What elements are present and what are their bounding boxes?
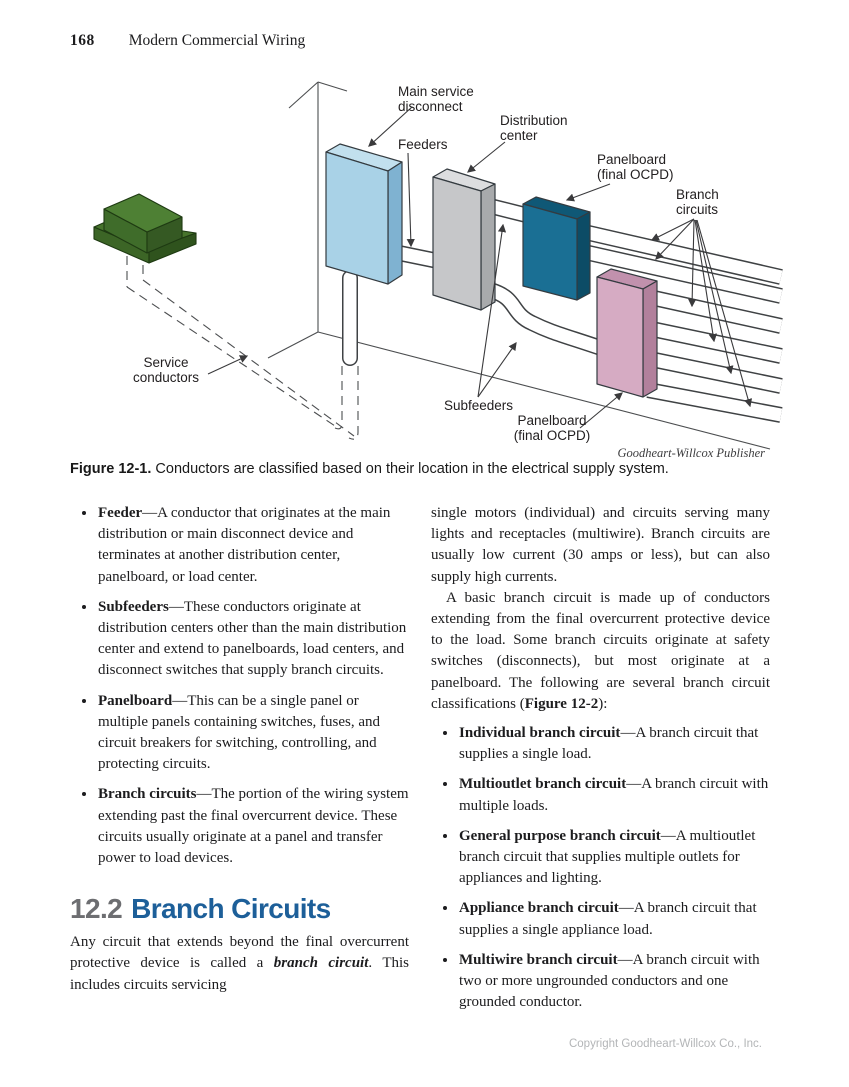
definition: —A branch circuit that supplies a single… bbox=[459, 900, 757, 938]
figure-caption-text: Conductors are classified based on their… bbox=[151, 461, 669, 477]
list-item: Multiwire branch circuit—A branch circui… bbox=[458, 950, 770, 1014]
list-item: Subfeeders—These conductors originate at… bbox=[97, 597, 409, 682]
label-service-conductors-2: conductors bbox=[133, 370, 199, 385]
definition: —A branch circuit with multiple loads. bbox=[459, 776, 769, 814]
figure-caption: Figure 12-1. Conductors are classified b… bbox=[70, 461, 782, 477]
list-item: Feeder—A conductor that originates at th… bbox=[97, 503, 409, 588]
label-panelboard-bottom-2: (final OCPD) bbox=[514, 428, 591, 443]
wall-floor-lines bbox=[267, 81, 771, 450]
intro-text-after: . This includes circuits servicing bbox=[70, 955, 409, 993]
definition: —The portion of the wiring system extend… bbox=[98, 786, 409, 867]
service-conductor-lines bbox=[126, 250, 359, 440]
intro-text: Any circuit that extends beyond the fina… bbox=[70, 934, 409, 972]
panelboard-pink bbox=[596, 268, 658, 398]
label-panelboard-top: Panelboard bbox=[597, 152, 666, 167]
panelboard-teal bbox=[522, 196, 591, 301]
callout-arrows bbox=[207, 106, 753, 429]
paragraph-text-after: ): bbox=[598, 695, 608, 712]
definition: —A branch circuit that supplies a single… bbox=[459, 725, 759, 763]
label-feeders: Feeders bbox=[398, 137, 448, 152]
running-title: Modern Commercial Wiring bbox=[128, 32, 306, 49]
label-subfeeders: Subfeeders bbox=[444, 398, 513, 413]
figure-credit: Goodheart-Willcox Publisher bbox=[617, 446, 765, 460]
label-main-service-disconnect-2: disconnect bbox=[398, 99, 463, 114]
figure-12-1-diagram: Main service disconnect Feeders Distribu… bbox=[93, 81, 783, 460]
intro-key-term: branch circuit bbox=[273, 955, 369, 972]
branch-circuit-classification-list: Individual branch circuit—A branch circu… bbox=[431, 723, 770, 1013]
term: Subfeeders bbox=[98, 598, 169, 615]
main-service-disconnect-panel bbox=[325, 143, 403, 285]
term: Branch circuits bbox=[98, 786, 197, 803]
transformer-top-face bbox=[103, 193, 183, 233]
subfeeder-conduit-curved bbox=[482, 282, 612, 357]
right-column: single motors (individual) and circuits … bbox=[431, 503, 770, 1022]
label-branch-circuits-2: circuits bbox=[676, 202, 718, 217]
list-item: Individual branch circuit—A branch circu… bbox=[458, 723, 770, 765]
definition: —A conductor that originates at the main… bbox=[98, 505, 391, 585]
label-branch-circuits: Branch bbox=[676, 187, 719, 202]
list-item: Multioutlet branch circuit—A branch circ… bbox=[458, 774, 770, 816]
branch-circuit-conduits-pink bbox=[638, 287, 783, 423]
paragraph-text: A basic branch circuit is made up of con… bbox=[431, 589, 770, 712]
section-intro-paragraph: Any circuit that extends beyond the fina… bbox=[70, 932, 409, 996]
copyright-footer: Copyright Goodheart-Willcox Co., Inc. bbox=[568, 1038, 762, 1050]
figure-reference: Figure 12-2 bbox=[524, 695, 599, 712]
list-item: Branch circuits—The portion of the wirin… bbox=[97, 784, 409, 869]
left-column: Feeder—A conductor that originates at th… bbox=[70, 503, 409, 1022]
transformer-graphic bbox=[93, 193, 197, 264]
branch-circuit-paragraph: A basic branch circuit is made up of con… bbox=[431, 588, 770, 715]
continued-paragraph: single motors (individual) and circuits … bbox=[431, 505, 770, 585]
figure-labels: Main service disconnect Feeders Distribu… bbox=[133, 84, 765, 460]
list-item: Panelboard—This can be a single panel or… bbox=[97, 691, 409, 776]
list-item: General purpose branch circuit—A multiou… bbox=[458, 826, 770, 890]
section-number: 12.2 bbox=[70, 893, 123, 925]
label-panelboard-bottom: Panelboard bbox=[517, 413, 586, 428]
branch-circuit-conduits-teal bbox=[578, 223, 783, 304]
label-panelboard-top-2: (final OCPD) bbox=[597, 167, 674, 182]
label-main-service-disconnect: Main service bbox=[398, 84, 474, 99]
term: General purpose branch circuit bbox=[459, 827, 661, 844]
term: Multioutlet branch circuit bbox=[459, 776, 627, 793]
label-service-conductors: Service bbox=[143, 355, 188, 370]
term: Panelboard bbox=[98, 692, 173, 709]
label-distribution-center-2: center bbox=[500, 128, 538, 143]
definition: —A branch circuit with two or more ungro… bbox=[459, 951, 760, 1011]
term: Multiwire branch circuit bbox=[459, 951, 618, 968]
section-title: Branch Circuits bbox=[131, 893, 331, 925]
conductor-type-list: Feeder—A conductor that originates at th… bbox=[70, 503, 409, 869]
distribution-center-panel bbox=[432, 168, 496, 311]
definition: —A multioutlet branch circuit that suppl… bbox=[459, 827, 756, 887]
term: Individual branch circuit bbox=[459, 725, 621, 742]
running-header: 168 Modern Commercial Wiring bbox=[70, 32, 770, 50]
term: Appliance branch circuit bbox=[459, 900, 619, 917]
list-item: Appliance branch circuit—A branch circui… bbox=[458, 898, 770, 940]
label-distribution-center: Distribution bbox=[500, 113, 568, 128]
definition: —This can be a single panel or multiple … bbox=[98, 692, 381, 773]
definition: —These conductors originate at distribut… bbox=[98, 598, 407, 679]
body-columns: Feeder—A conductor that originates at th… bbox=[70, 503, 770, 1022]
term: Feeder bbox=[98, 505, 143, 521]
figure-caption-label: Figure 12-1. bbox=[70, 461, 152, 477]
page-number: 168 bbox=[70, 32, 95, 49]
